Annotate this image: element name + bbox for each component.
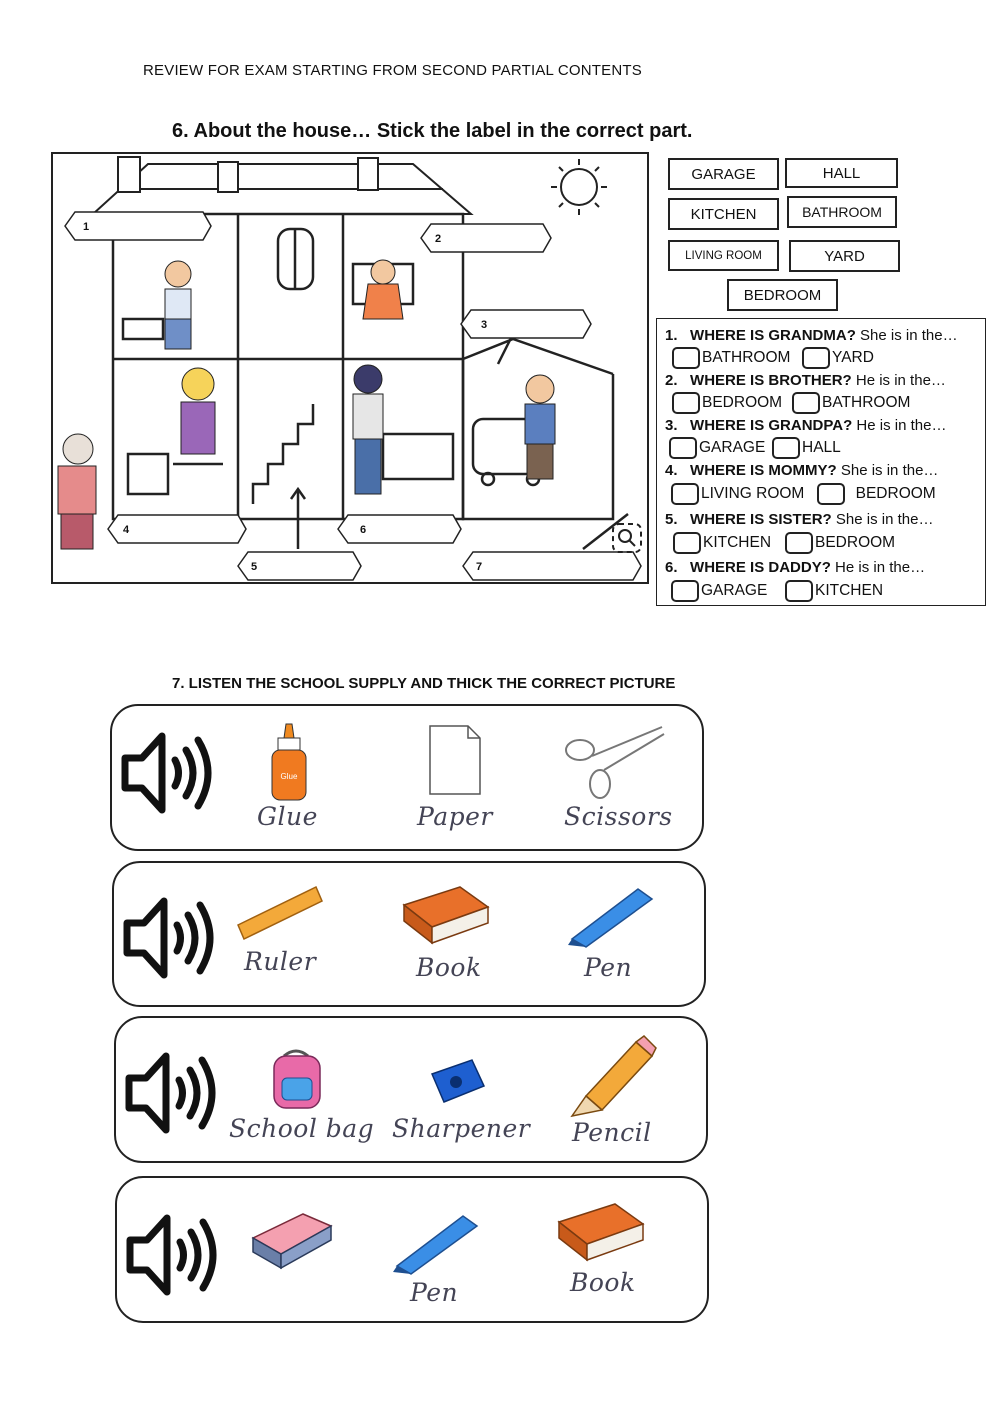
item-label: Sharpener: [392, 1114, 531, 1143]
item-label: Pencil: [572, 1118, 652, 1147]
label-bathroom[interactable]: BATHROOM: [787, 196, 897, 228]
checkbox[interactable]: [672, 347, 700, 369]
checkbox[interactable]: [669, 437, 697, 459]
q3-option-b[interactable]: HALL: [772, 437, 841, 459]
question-5: 5. WHERE IS SISTER? She is in the…: [665, 511, 934, 528]
supply-row-1: Glue Glue Paper Scissors: [110, 704, 704, 851]
supply-row-3: School bag Sharpener Pencil: [114, 1016, 708, 1163]
checkbox[interactable]: [671, 483, 699, 505]
item-label: Ruler: [244, 947, 317, 976]
supply-row-2: Ruler Book Pen: [112, 861, 706, 1007]
checkbox[interactable]: [673, 532, 701, 554]
question-4: 4. WHERE IS MOMMY? She is in the…: [665, 462, 939, 479]
page-header: REVIEW FOR EXAM STARTING FROM SECOND PAR…: [143, 62, 642, 79]
checkbox[interactable]: [772, 437, 800, 459]
label-bedroom[interactable]: BEDROOM: [727, 279, 838, 311]
speaker-icon[interactable]: [120, 728, 220, 818]
label-living-room[interactable]: LIVING ROOM: [668, 240, 779, 271]
question-2: 2. WHERE IS BROTHER? He is in the…: [665, 372, 946, 389]
q4-option-a[interactable]: LIVING ROOM: [671, 483, 804, 505]
house-number-5: 5: [251, 561, 257, 573]
supply-row-4: Pen Book: [115, 1176, 709, 1323]
checkbox[interactable]: [792, 392, 820, 414]
school-bag-icon[interactable]: [266, 1046, 328, 1112]
pen-icon[interactable]: [391, 1208, 483, 1275]
ruler-icon[interactable]: [236, 885, 324, 941]
book-icon[interactable]: [402, 883, 490, 947]
paper-icon[interactable]: [428, 724, 482, 796]
q4-option-b[interactable]: BEDROOM: [817, 483, 936, 505]
house-number-7: 7: [476, 561, 482, 573]
section-6-title: 6. About the house… Stick the label in t…: [172, 120, 693, 142]
item-label: Book: [416, 953, 482, 982]
q6-option-b[interactable]: KITCHEN: [785, 580, 883, 602]
mommy-figure: [180, 367, 216, 455]
house-number-3: 3: [481, 319, 487, 331]
checkbox[interactable]: [785, 532, 813, 554]
pen-icon[interactable]: [566, 881, 658, 948]
book-icon[interactable]: [557, 1200, 645, 1264]
grandma-figure: [57, 433, 97, 550]
speaker-icon[interactable]: [124, 1048, 224, 1138]
item-label: School bag: [229, 1114, 375, 1143]
q2-option-b[interactable]: BATHROOM: [792, 392, 910, 414]
sister-figure: [362, 259, 404, 320]
item-label: Glue: [257, 802, 318, 831]
checkbox[interactable]: [672, 392, 700, 414]
svg-text:Glue: Glue: [281, 772, 298, 781]
roof: [90, 156, 474, 215]
brother-figure: [164, 260, 192, 350]
q3-option-a[interactable]: GARAGE: [669, 437, 765, 459]
grandpa-figure: [524, 374, 556, 480]
house-number-1: 1: [83, 221, 89, 233]
label-hall[interactable]: HALL: [785, 158, 898, 188]
item-label: Paper: [417, 802, 493, 831]
item-label: Book: [570, 1268, 636, 1297]
q6-option-a[interactable]: GARAGE: [671, 580, 767, 602]
checkbox[interactable]: [671, 580, 699, 602]
q1-option-b[interactable]: YARD: [802, 347, 874, 369]
label-kitchen[interactable]: KITCHEN: [668, 198, 779, 230]
question-1: 1. WHERE IS GRANDMA? She is in the…: [665, 327, 958, 344]
sun-icon: [551, 159, 607, 215]
house-illustration: 1 2 3 4 5 6 7: [51, 152, 649, 584]
glue-icon[interactable]: Glue: [264, 722, 314, 804]
q2-option-a[interactable]: BEDROOM: [672, 392, 782, 414]
speaker-icon[interactable]: [125, 1210, 225, 1300]
checkbox[interactable]: [785, 580, 813, 602]
speaker-icon[interactable]: [122, 893, 222, 983]
house-number-4: 4: [123, 524, 130, 536]
zoom-icon: [612, 523, 642, 553]
house-drawing: 1 2 3 4 5 6 7: [57, 156, 642, 581]
eraser-icon[interactable]: [249, 1208, 335, 1272]
daddy-figure: [352, 364, 384, 495]
sharpener-icon[interactable]: [428, 1056, 488, 1106]
item-label: Pen: [584, 953, 633, 982]
questions-box: 1. WHERE IS GRANDMA? She is in the… BATH…: [656, 318, 986, 606]
checkbox[interactable]: [802, 347, 830, 369]
house-number-6: 6: [360, 524, 366, 536]
house-number-2: 2: [435, 233, 441, 245]
question-3: 3. WHERE IS GRANDPA? He is in the…: [665, 417, 947, 434]
section-7-title: 7. LISTEN THE SCHOOL SUPPLY AND THICK TH…: [172, 675, 676, 692]
item-label: Scissors: [564, 802, 673, 831]
q5-option-b[interactable]: BEDROOM: [785, 532, 895, 554]
pencil-icon[interactable]: [568, 1035, 657, 1118]
q1-option-a[interactable]: BATHROOM: [672, 347, 790, 369]
checkbox[interactable]: [817, 483, 845, 505]
label-yard[interactable]: YARD: [789, 240, 900, 272]
q5-option-a[interactable]: KITCHEN: [673, 532, 771, 554]
scissors-icon[interactable]: [562, 722, 672, 802]
question-6: 6. WHERE IS DADDY? He is in the…: [665, 559, 926, 576]
item-label: Pen: [410, 1278, 459, 1307]
label-garage[interactable]: GARAGE: [668, 158, 779, 190]
